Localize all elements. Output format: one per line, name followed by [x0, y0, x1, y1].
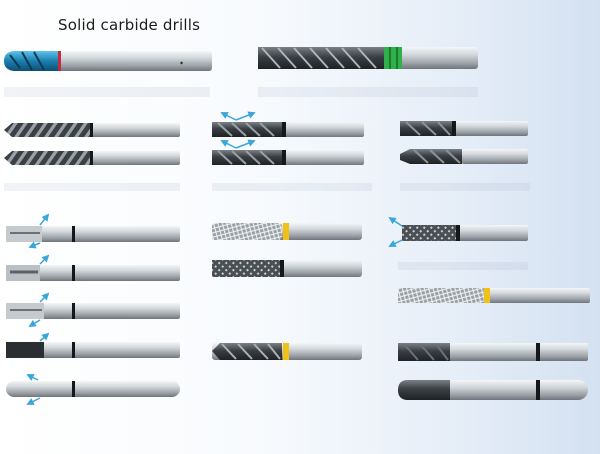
roughing-endmill-icon [258, 47, 478, 69]
spiral-cutter-icon [212, 343, 362, 360]
coolant-drill-icon [212, 111, 364, 137]
coolant-drill-icon [212, 139, 364, 165]
knurled-cutter-icon [212, 260, 362, 277]
diamond-burr-icon [212, 223, 362, 240]
gun-drill-icon [6, 292, 180, 327]
blue-coated-drill-icon: ◆ [4, 51, 212, 71]
twist-drill-icon [4, 151, 180, 165]
step-drill-icon [400, 149, 528, 164]
gun-drill-icon [6, 332, 180, 358]
gun-drill-icon [6, 254, 180, 281]
gun-drill-icon [6, 374, 180, 405]
svg-text:◆: ◆ [180, 60, 184, 65]
coolant-burr-icon [388, 216, 528, 247]
endmill-icon [398, 343, 588, 361]
long-burr-icon [398, 288, 590, 303]
gun-drill-icon [6, 213, 180, 249]
step-drill-icon [400, 121, 528, 136]
twist-drill-icon [4, 123, 180, 137]
page-title: Solid carbide drills [58, 16, 201, 34]
reflections [4, 87, 530, 270]
ball-nose-icon [398, 380, 588, 400]
